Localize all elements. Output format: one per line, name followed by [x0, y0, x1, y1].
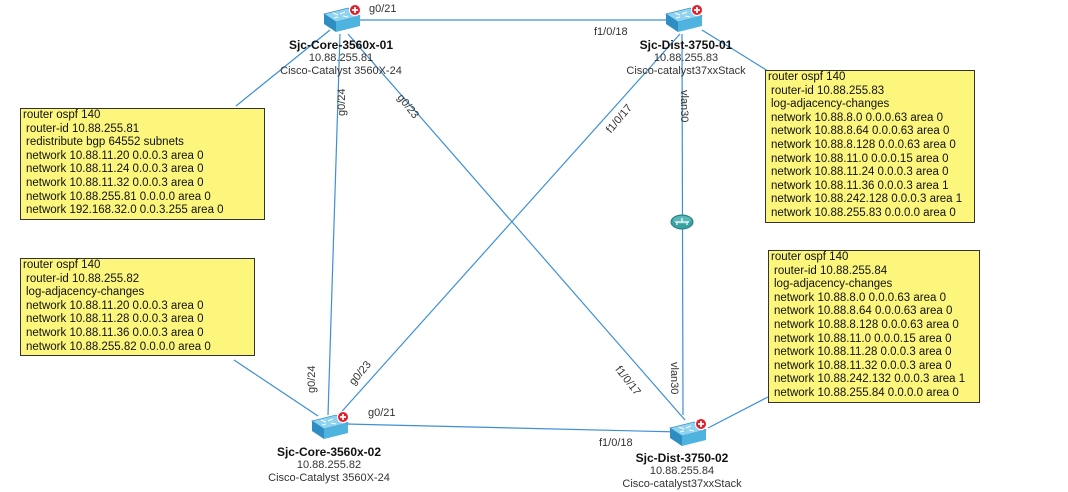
config-line: redistribute bgp 64552 subnets — [26, 136, 184, 149]
config-line: network 10.88.242.132 0.0.0.3 area 1 — [774, 373, 966, 386]
device-name: Sjc-Core-3560x-02 — [276, 445, 382, 459]
config-line: network 10.88.11.32 0.0.0.3 area 0 — [26, 176, 204, 189]
port-label-vlan30-dist2: vlan30 — [668, 362, 680, 395]
config-line: network 10.88.11.24 0.0.0.3 area 0 — [771, 166, 949, 179]
config-line: router ospf 140 — [768, 71, 846, 83]
config-line: network 10.88.11.36 0.0.0.3 area 1 — [771, 179, 949, 192]
config-line: network 192.168.32.0 0.0.3.255 area 0 — [26, 204, 224, 217]
config-line: router-id 10.88.255.82 — [26, 272, 140, 285]
port-label-g0-21-core1: g0/21 — [369, 3, 397, 15]
port-label-g0-24-core2: g0/24 — [306, 365, 318, 393]
router-icon[interactable] — [670, 214, 694, 230]
config-line: network 10.88.8.128 0.0.0.63 area 0 — [774, 318, 959, 331]
config-line: network 10.88.8.64 0.0.0.63 area 0 — [771, 125, 950, 138]
config-line: router ospf 140 — [771, 251, 849, 263]
config-line: log-adjacency-changes — [774, 278, 893, 291]
device-ip: 10.88.255.84 — [649, 465, 715, 477]
device-model: Cisco-catalyst37xxStack — [622, 478, 742, 490]
link-core1-dist2[interactable] — [347, 33, 686, 421]
switch-icon-dist2[interactable] — [664, 418, 708, 448]
device-name: Sjc-Dist-3750-02 — [635, 451, 729, 465]
config-line: network 10.88.11.28 0.0.0.3 area 0 — [26, 313, 204, 326]
config-line: router-id 10.88.255.84 — [774, 264, 888, 277]
switch-icon-core2[interactable] — [306, 411, 350, 441]
device-model: Cisco-Catalyst 3560X-24 — [280, 65, 402, 77]
config-line: network 10.88.255.84 0.0.0.0 area 0 — [774, 386, 959, 399]
device-model: Cisco-catalyst37xxStack — [626, 65, 746, 77]
config-line: log-adjacency-changes — [771, 98, 890, 111]
link-core2-dist2[interactable] — [345, 423, 681, 433]
config-line: network 10.88.255.82 0.0.0.0 area 0 — [26, 340, 211, 353]
device-model: Cisco-Catalyst 3560X-24 — [268, 472, 390, 484]
config-line: network 10.88.11.36 0.0.0.3 area 0 — [26, 326, 204, 339]
config-line: network 10.88.255.81 0.0.0.0 area 0 — [26, 190, 211, 203]
note-link-core2 — [233, 359, 319, 417]
config-line: network 10.88.11.24 0.0.0.3 area 0 — [26, 163, 204, 176]
config-line: router ospf 140 — [23, 109, 101, 121]
device-ip: 10.88.255.81 — [308, 52, 374, 64]
port-label-g0-24-core1: g0/24 — [336, 88, 348, 116]
device-core1[interactable]: Sjc-Core-3560x-01 10.88.255.81 Cisco-Cat… — [251, 38, 431, 78]
config-line: network 10.88.11.0 0.0.0.15 area 0 — [771, 152, 949, 165]
port-label-vlan30-dist1: vlan30 — [678, 90, 690, 123]
device-name: Sjc-Dist-3750-01 — [639, 38, 733, 52]
config-line: router-id 10.88.255.83 — [771, 84, 885, 97]
link-core1-core2[interactable] — [327, 33, 341, 416]
config-line: log-adjacency-changes — [26, 286, 145, 299]
note-link-dist2 — [707, 396, 769, 429]
config-line: router-id 10.88.255.81 — [26, 122, 140, 135]
config-line: network 10.88.242.128 0.0.0.3 area 1 — [771, 193, 963, 206]
device-dist2[interactable]: Sjc-Dist-3750-02 10.88.255.84 Cisco-cata… — [592, 451, 772, 491]
config-line: network 10.88.11.20 0.0.0.3 area 0 — [26, 149, 204, 162]
device-ip: 10.88.255.83 — [653, 52, 719, 64]
config-line: network 10.88.11.28 0.0.0.3 area 0 — [774, 346, 952, 359]
config-line: network 10.88.11.0 0.0.0.15 area 0 — [774, 332, 952, 345]
note-link-core1 — [235, 29, 331, 107]
config-line: network 10.88.255.83 0.0.0.0 area 0 — [771, 206, 956, 219]
config-line: network 10.88.8.64 0.0.0.63 area 0 — [774, 305, 953, 318]
switch-icon-core1[interactable] — [318, 4, 362, 34]
config-line: network 10.88.8.128 0.0.0.63 area 0 — [771, 138, 956, 151]
port-label-g0-21-core2: g0/21 — [368, 407, 396, 419]
config-line: network 10.88.8.0 0.0.0.63 area 0 — [774, 291, 946, 304]
device-name: Sjc-Core-3560x-01 — [288, 38, 394, 52]
switch-icon-dist1[interactable] — [660, 4, 704, 34]
device-core2[interactable]: Sjc-Core-3560x-02 10.88.255.82 Cisco-Cat… — [239, 445, 419, 485]
port-label-f1-0-18-dist1: f1/0/18 — [594, 26, 628, 38]
config-line: network 10.88.8.0 0.0.0.63 area 0 — [771, 111, 943, 124]
port-label-f1-0-18-dist2: f1/0/18 — [599, 437, 633, 449]
config-line: network 10.88.11.20 0.0.0.3 area 0 — [26, 299, 204, 312]
config-line: network 10.88.11.32 0.0.0.3 area 0 — [774, 359, 952, 372]
config-line: router ospf 140 — [23, 259, 101, 271]
device-dist1[interactable]: Sjc-Dist-3750-01 10.88.255.83 Cisco-cata… — [596, 38, 776, 78]
link-dist1-core2[interactable] — [335, 33, 681, 419]
note-link-dist1 — [701, 29, 769, 72]
device-ip: 10.88.255.82 — [296, 459, 362, 471]
